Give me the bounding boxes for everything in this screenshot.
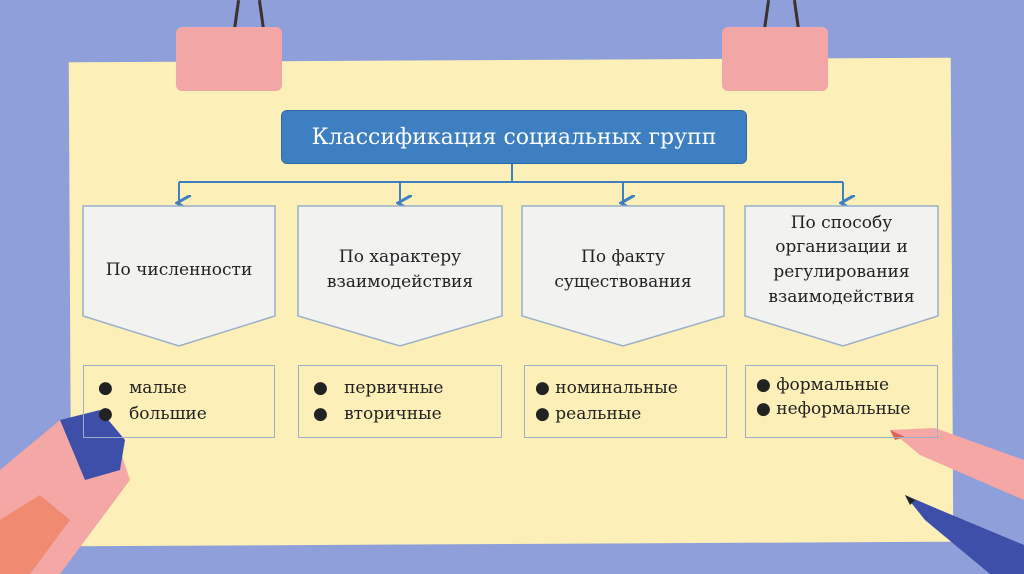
pencil-right-top-decoration <box>890 428 1024 500</box>
category-label: По факту существования <box>554 247 692 292</box>
category-label: По численности <box>105 259 253 280</box>
bullet-icon: ● <box>313 378 328 398</box>
bullet-icon: ● <box>756 375 771 395</box>
bullet-icon: ● <box>535 403 550 424</box>
list-item: ● большие <box>98 402 274 428</box>
pencil-right-bottom-decoration <box>905 495 1024 574</box>
items-box: ● номинальные ● реальные <box>524 365 727 438</box>
list-item: ● номинальные <box>535 376 726 402</box>
item-text: малые <box>129 378 187 398</box>
bullet-icon: ● <box>98 378 113 398</box>
list-item: ● малые <box>98 376 274 402</box>
category-label: По характеру взаимодействия <box>326 247 474 292</box>
diagram-title: Классификация социальных групп <box>281 110 747 164</box>
item-text: номинальные <box>555 378 678 398</box>
pencil-left-decoration <box>0 410 130 574</box>
bullet-icon: ● <box>98 403 113 424</box>
category-shape-4 <box>744 205 939 347</box>
bullet-icon: ● <box>313 403 328 424</box>
list-item: ● неформальные <box>756 398 937 422</box>
category-shape-2 <box>297 205 503 347</box>
item-text: неформальные <box>776 398 911 419</box>
items-box: ● первичные ● вторичные <box>298 365 502 438</box>
category-shape-1 <box>82 205 276 347</box>
item-text: реальные <box>555 403 642 424</box>
binder-clip-left <box>176 27 282 91</box>
items-box: ● формальные ● неформальные <box>745 365 938 438</box>
items-box: ● малые ● большие <box>83 365 275 438</box>
item-text: первичные <box>344 378 444 398</box>
bullet-icon: ● <box>756 398 771 419</box>
item-text: вторичные <box>344 403 442 424</box>
list-item: ● вторичные <box>313 402 501 428</box>
category-shape-3 <box>521 205 725 347</box>
bullet-icon: ● <box>535 378 550 398</box>
item-text: большие <box>129 403 207 424</box>
list-item: ● первичные <box>313 376 501 402</box>
category-label: По способу организации и регулирования в… <box>768 212 915 307</box>
list-item: ● формальные <box>756 374 937 398</box>
list-item: ● реальные <box>535 402 726 428</box>
item-text: формальные <box>776 375 890 395</box>
binder-clip-right <box>722 27 828 91</box>
